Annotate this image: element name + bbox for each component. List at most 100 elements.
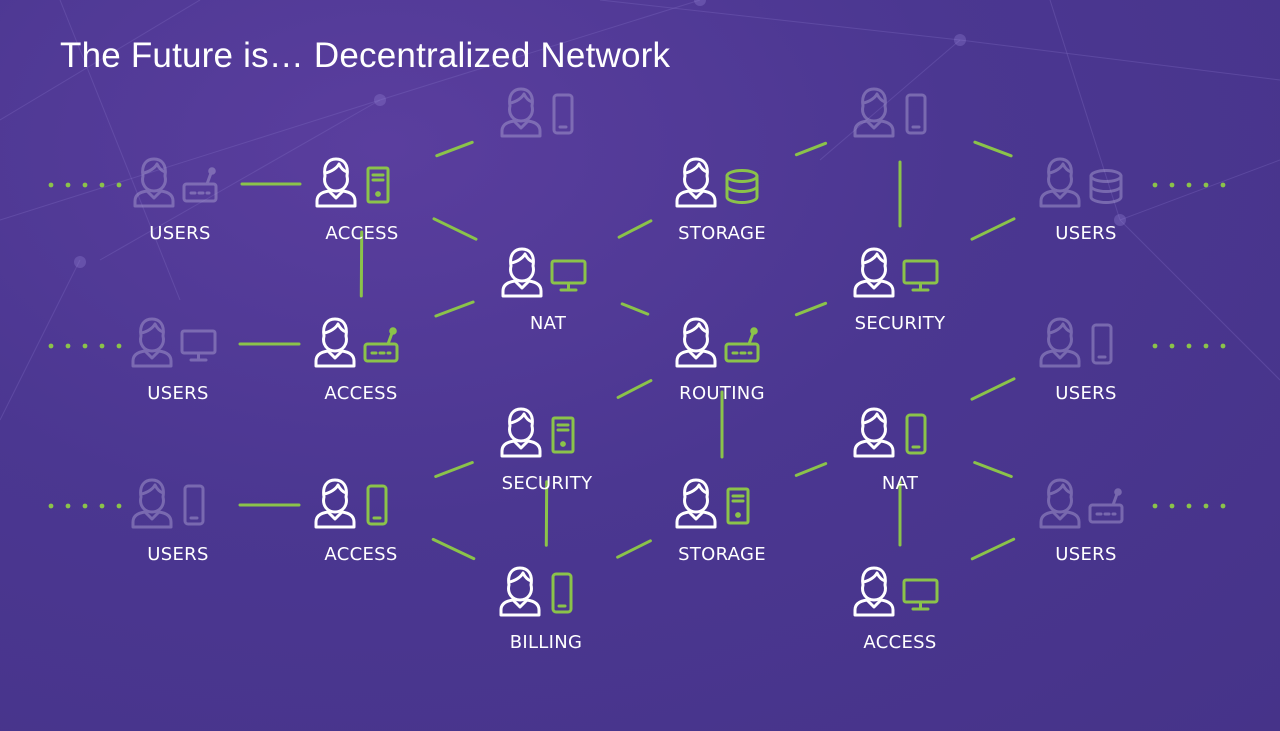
phone-icon [901,92,931,141]
node-icons [835,402,965,462]
dots-right-row-3 [1152,503,1226,509]
link-top-user-2-users-4 [973,140,1013,158]
background-node [74,256,86,268]
link-storage-1-top-user-2 [794,141,828,157]
person-icon [673,156,719,213]
continuation-dot [99,503,105,509]
node-routing: ROUTING [657,312,787,422]
continuation-dot [116,503,122,509]
database-icon [723,162,763,211]
node-label: USERS [1055,383,1117,404]
continuation-dot [1203,503,1209,509]
node-security-1: SECURITY [482,402,612,512]
background-line [1119,159,1280,221]
node-label: USERS [147,544,209,565]
node-label: ACCESS [325,223,399,244]
continuation-dot [1186,503,1192,509]
background-line [819,39,961,161]
node-users-5: USERS [1021,312,1151,422]
person-icon [498,86,544,143]
continuation-dot [116,343,122,349]
link-storage-2-nat-2 [794,462,828,477]
continuation-dot [65,343,71,349]
continuation-dot [82,343,88,349]
monitor-icon [901,252,941,301]
person-icon [129,477,175,534]
node-label: STORAGE [678,223,766,244]
node-icons [296,473,426,533]
monitor-icon [549,252,589,301]
node-top-user-2 [835,82,965,192]
node-label: NAT [529,313,567,334]
database-icon [1087,162,1127,211]
node-access-4: ACCESS [835,561,965,671]
person-icon [1037,477,1083,534]
continuation-dot [1203,182,1209,188]
person-icon [673,477,719,534]
node-icons [115,152,245,212]
server-icon [723,483,753,532]
background-line [0,99,381,221]
person-icon [131,156,177,213]
background-line [1049,0,1121,221]
node-icons [113,473,243,533]
node-icons [835,561,965,621]
node-icons [297,152,427,212]
person-icon [851,86,897,143]
continuation-dot [48,182,54,188]
continuation-dot [1169,503,1175,509]
continuation-dot [82,182,88,188]
background-line [1119,219,1280,381]
phone-icon [179,483,209,532]
person-icon [1037,316,1083,373]
background-node [1114,214,1126,226]
continuation-dot [1203,343,1209,349]
node-nat-2: NAT [835,402,965,512]
continuation-dot [1186,343,1192,349]
node-access-3: ACCESS [296,473,426,583]
person-icon [498,406,544,463]
continuation-dot [48,343,54,349]
person-icon [312,477,358,534]
node-users-4: USERS [1021,152,1151,262]
router-icon [362,322,402,371]
node-users-2: USERS [113,312,243,422]
person-icon [499,246,545,303]
background-node [374,94,386,106]
link-access-3-security-1 [434,461,474,478]
node-storage-1: STORAGE [657,152,787,262]
continuation-dot [1169,343,1175,349]
background-node [694,0,706,6]
link-nat-1-routing [620,302,650,316]
node-icons [482,82,612,142]
link-access-1-top-user-1 [435,140,474,158]
node-label: NAT [881,473,919,494]
slide-title: The Future is… Decentralized Network [60,36,671,75]
background-line [0,0,201,121]
node-icons [483,242,613,302]
continuation-dot [1169,182,1175,188]
continuation-dot [48,503,54,509]
link-routing-security-2 [794,301,828,317]
background-line [59,0,181,301]
continuation-dot [1152,343,1158,349]
link-nat-2-users-6 [973,461,1013,478]
background-line [599,0,961,41]
person-icon [851,246,897,303]
node-label: ACCESS [324,383,398,404]
background-line [959,39,1280,81]
node-icons [657,473,787,533]
background-node [954,34,966,46]
server-icon [548,412,578,461]
node-label: USERS [149,223,211,244]
server-icon [363,162,393,211]
node-nat-1: NAT [483,242,613,352]
link-security-1-routing [616,379,653,399]
continuation-dot [65,182,71,188]
link-nat-2-users-5 [970,377,1016,401]
continuation-dot [82,503,88,509]
node-users-6: USERS [1021,473,1151,583]
node-access-1: ACCESS [297,152,427,262]
person-icon [851,565,897,622]
node-icons [657,152,787,212]
